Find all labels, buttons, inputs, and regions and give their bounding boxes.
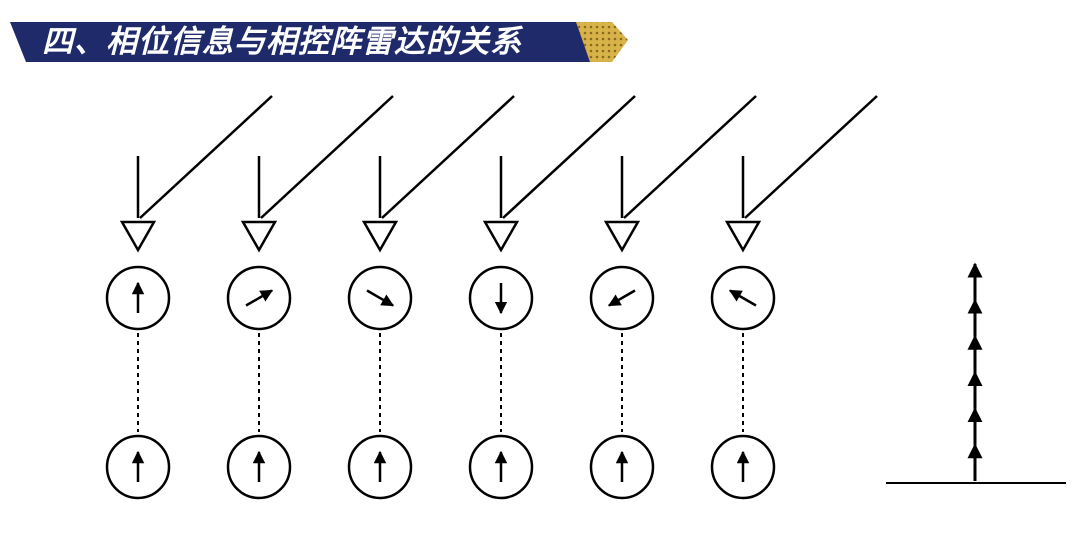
antenna-element-icon [240, 220, 278, 253]
antenna-element-icon [724, 220, 762, 253]
incoming-wave-line [381, 95, 515, 219]
phase-arrow [366, 289, 395, 307]
incoming-wave-line [623, 95, 757, 219]
antenna-element-icon [603, 220, 641, 253]
incoming-wave-line [139, 95, 273, 219]
antenna-element-icon [361, 220, 399, 253]
page-title: 四、相位信息与相控阵雷达的关系 [42, 24, 522, 60]
antenna-element-icon [482, 220, 520, 253]
antenna-element-icon [119, 220, 157, 253]
incoming-wave-line [744, 95, 878, 219]
title-banner [10, 22, 628, 62]
phase-arrow [728, 289, 757, 307]
phase-arrow [245, 289, 274, 307]
phase-arrow [607, 289, 636, 307]
incoming-wave-line [260, 95, 394, 219]
incoming-wave-line [502, 95, 636, 219]
title-banner-gold-accent [576, 22, 628, 62]
title-banner-bg [10, 22, 606, 62]
